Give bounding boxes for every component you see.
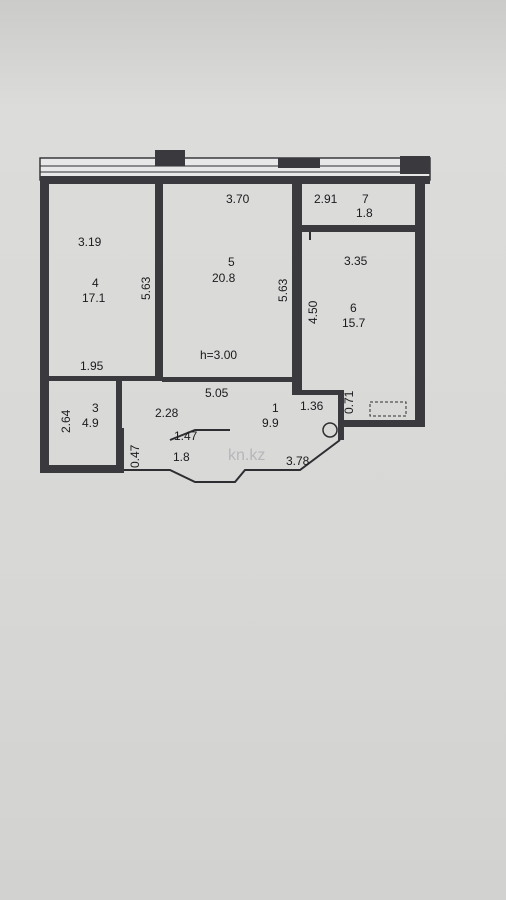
dim-hall-e: 1.8 [173,450,190,464]
dim-r5-length: 5.63 [276,278,290,302]
closet-outline [369,401,407,417]
toilet-fixture [322,422,338,438]
room-4-area: 17.1 [82,291,106,305]
room-3-number: 3 [92,401,99,415]
room-5-area: 20.8 [212,271,236,285]
wall-bath [338,390,344,440]
outer-wall-bottom-left [40,465,122,473]
dim-hall-g: 0.47 [128,444,142,468]
wall-room4-room5 [155,184,163,380]
wall-room3-right [116,378,122,468]
room-5-number: 5 [228,255,235,269]
dim-hall-b: 1.36 [300,399,324,413]
hall-bottom-wall [124,439,341,483]
wall-room6-room7 [300,225,420,232]
dim-hall-d: 1.47 [174,429,198,443]
dim-r7-width: 2.91 [314,192,338,206]
outer-wall-right [415,176,425,426]
dim-hall-width: 5.05 [205,386,229,400]
room-1-area: 9.9 [262,416,279,430]
hall-partition [169,429,230,441]
room-5-height: h=3.00 [200,348,237,362]
dim-r4-width: 3.19 [78,235,102,249]
wall-hall-top-right [292,390,342,395]
window-block [278,158,320,168]
outer-wall-left [40,176,49,472]
wall-room5-bottom [162,377,294,382]
outer-wall-top [40,176,430,184]
room-6-area: 15.7 [342,316,366,330]
room-7-number: 7 [362,192,369,206]
room-3-area: 4.9 [82,416,99,430]
room-4-number: 4 [92,276,99,290]
wall-room4-bottom [40,376,162,381]
dim-hall-a: 2.28 [155,406,179,420]
dim-r6-width: 3.35 [344,254,368,268]
dim-r6-length: 4.50 [306,300,320,324]
dim-hall-f: 3.78 [286,454,310,468]
room-6-number: 6 [350,301,357,315]
outer-wall-bottom-right [340,420,425,427]
dim-hall-c: 0.71 [342,390,356,414]
dim-r3-length: 2.64 [59,409,73,433]
dim-r4-length: 5.63 [139,276,153,300]
room-1-number: 1 [272,401,279,415]
watermark-text: kn.kz [228,447,265,464]
dim-r5-width: 3.70 [226,192,250,206]
wall-room5-room6 [292,184,302,394]
room-7-area: 1.8 [356,206,373,220]
window-block [400,156,430,174]
dim-r4-bottom: 1.95 [80,359,104,373]
window-block [155,150,185,166]
